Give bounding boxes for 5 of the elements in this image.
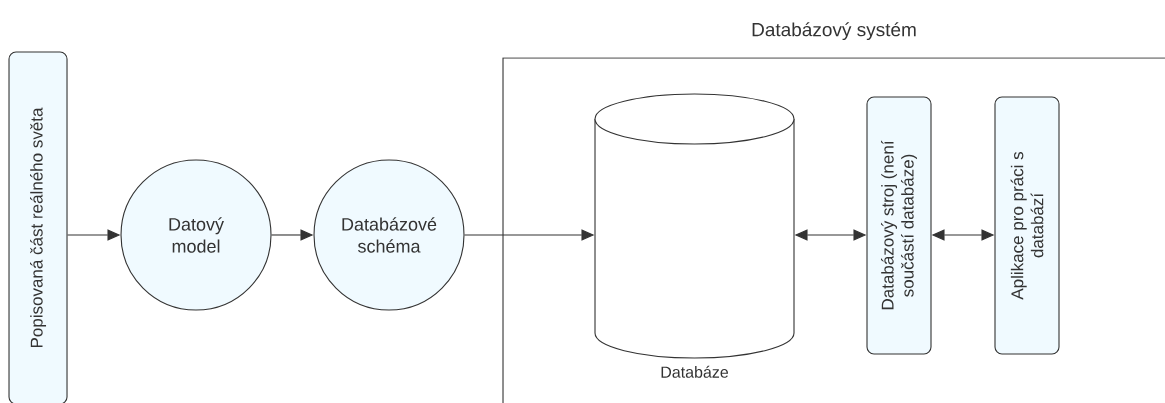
process-box: Aplikace pro práci s databází — [994, 96, 1060, 355]
caption-text: Databáze — [661, 365, 729, 378]
database-cylinder — [594, 93, 795, 359]
process-box: Popisovaná část reálného světa — [8, 51, 68, 403]
process-box: Databázový stroj (není součástí databáze) — [866, 96, 932, 355]
